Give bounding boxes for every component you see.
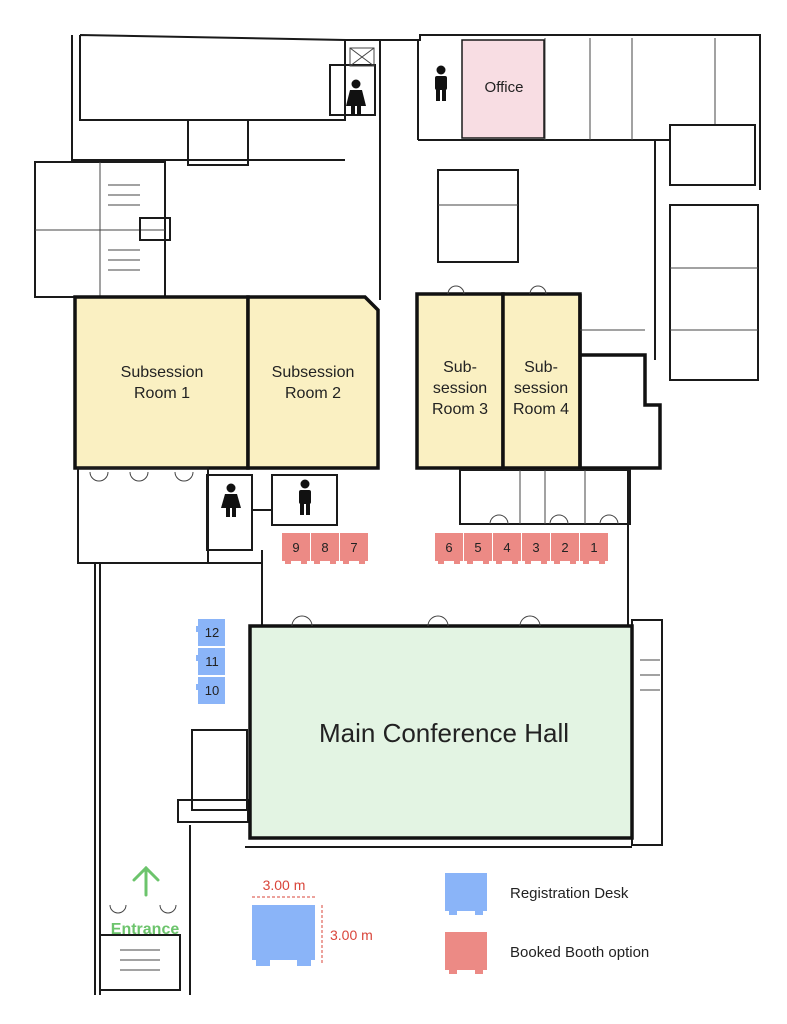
female-restroom-icon	[346, 79, 366, 115]
subsession-room-3	[415, 292, 505, 470]
booth-6[interactable]	[435, 533, 463, 564]
hall-side-stairs	[631, 619, 663, 846]
subsession-room-1-label-line2: Room 1	[134, 385, 190, 402]
dimension-depth-label: 3.00 m	[330, 927, 373, 943]
subsession-room-4-label-line2: session	[514, 380, 568, 397]
booth-7[interactable]	[340, 533, 368, 564]
legend-booked-label: Booked Booth option	[510, 944, 649, 961]
dimension-width-label: 3.00 m	[263, 877, 306, 893]
registration-desk-label: 11	[205, 654, 219, 669]
booked-booths	[282, 533, 608, 564]
subsession-room-1	[73, 295, 250, 470]
main-conference-hall	[248, 624, 634, 840]
office-label: Office	[485, 79, 524, 96]
booth-dimension-sample	[252, 896, 323, 966]
left-stair-tower	[34, 161, 171, 298]
lower-right-rooms	[459, 469, 631, 625]
booth-8[interactable]	[311, 533, 339, 564]
booth-5[interactable]	[464, 533, 492, 564]
registration-desk-10[interactable]	[196, 677, 225, 704]
booth-label: 9	[292, 540, 299, 555]
entrance-label: Entrance	[111, 921, 180, 938]
entrance-corridor	[94, 550, 263, 995]
booth-label: 2	[561, 540, 568, 555]
subsession-room-3-label-line1: Sub-	[443, 359, 477, 376]
office-room	[461, 39, 545, 139]
subsession-room-1-label-line1: Subsession	[121, 364, 204, 381]
subsession-room-4-label-line3: Room 4	[513, 401, 569, 418]
up-arrow-icon	[132, 865, 160, 897]
female-restroom-icon	[221, 483, 241, 517]
legend-swatch-booked	[445, 932, 487, 974]
subsession-room-4	[501, 292, 582, 470]
subsession-room-2	[246, 295, 380, 470]
registration-desk-12[interactable]	[196, 619, 225, 646]
subsession-room-2-label-line1: Subsession	[272, 364, 355, 381]
booth-label: 7	[350, 540, 357, 555]
main-hall-label: Main Conference Hall	[319, 718, 569, 748]
booth-2[interactable]	[551, 533, 579, 564]
subsession-room-3-label-line3: Room 3	[432, 401, 488, 418]
registration-desks	[196, 619, 225, 704]
subsession-room-3-label-line2: session	[433, 380, 487, 397]
booth-label: 3	[532, 540, 539, 555]
male-restroom-icon	[299, 479, 311, 515]
booth-label: 5	[474, 540, 481, 555]
upper-left-block	[71, 34, 381, 166]
booth-1[interactable]	[580, 533, 608, 564]
legend-registration-label: Registration Desk	[510, 885, 629, 902]
booth-3[interactable]	[522, 533, 550, 564]
registration-desk-11[interactable]	[196, 648, 225, 675]
booth-label: 6	[445, 540, 452, 555]
booth-4[interactable]	[493, 533, 521, 564]
legend-swatch-registration	[445, 873, 487, 915]
registration-desk-label: 12	[205, 625, 219, 640]
subsession-room-2-label-line2: Room 2	[285, 385, 341, 402]
upper-corridor	[379, 34, 761, 381]
booth-label: 8	[321, 540, 328, 555]
subsession-room-4-label-line1: Sub-	[524, 359, 558, 376]
booth-label: 4	[503, 540, 510, 555]
male-restroom-icon	[435, 65, 447, 101]
booth-9[interactable]	[282, 533, 310, 564]
booth-label: 1	[590, 540, 597, 555]
registration-desk-label: 10	[205, 683, 219, 698]
